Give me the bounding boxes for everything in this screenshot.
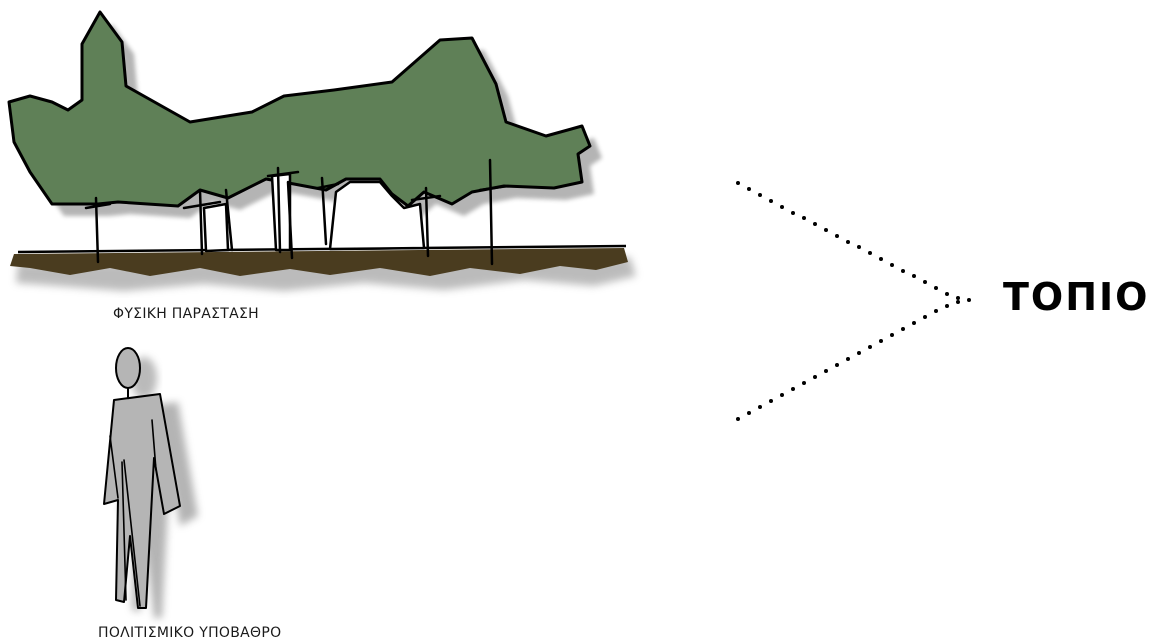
trunk-gap-3 — [328, 180, 426, 251]
landscape-title: ΤΟΠΙΟ — [1003, 275, 1150, 319]
cultural-background-label: ΠΟΛΙΤΙΣΜΙΚΟ ΥΠΟΒΑΘΡΟ — [98, 625, 282, 641]
person-icon — [103, 347, 198, 618]
tree-stems — [84, 158, 510, 266]
vegetation-shape — [7, 10, 592, 208]
landscape-icon — [7, 10, 636, 291]
trunk-gap-1 — [202, 202, 230, 253]
person-head — [115, 347, 141, 389]
person-body — [103, 393, 181, 609]
natural-representation-label: ΦΥΣΙΚΗ ΠΑΡΑΣΤΑΣΗ — [113, 306, 259, 322]
lower-dotted-line — [736, 300, 960, 421]
connector-icon — [736, 181, 971, 421]
upper-dotted-line — [736, 181, 971, 302]
tree-trunks — [202, 172, 426, 253]
ground-line — [17, 244, 627, 254]
soil — [10, 248, 628, 276]
